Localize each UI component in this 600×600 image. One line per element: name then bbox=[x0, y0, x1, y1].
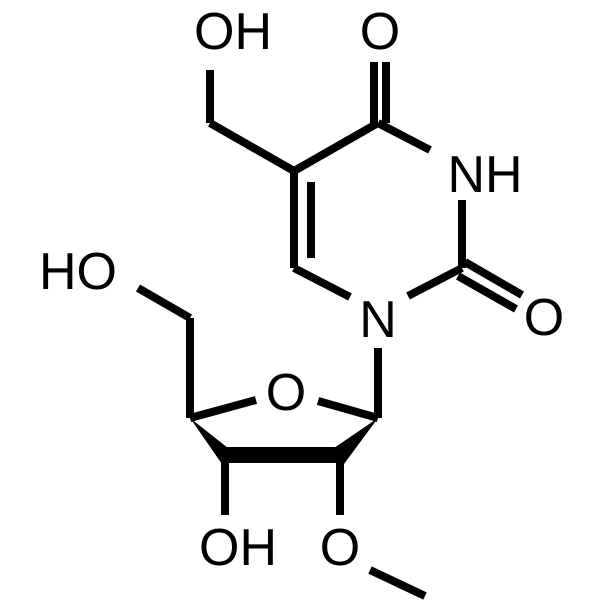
bond-o-methyl bbox=[368, 566, 427, 600]
bond-c1prime-o4prime bbox=[316, 397, 380, 422]
bond-c5-c4 bbox=[292, 119, 380, 175]
bond-n1-c6 bbox=[292, 264, 352, 301]
wedge-c4prime-c3prime bbox=[190, 418, 228, 464]
bond-c2-n1 bbox=[406, 264, 464, 300]
bold-bond-c3prime-c2prime bbox=[225, 447, 340, 463]
atom-label-ho-left: HO bbox=[39, 243, 117, 301]
wedge-c2prime-c1prime bbox=[334, 418, 378, 464]
atom-label-oh-bottom: OH bbox=[199, 519, 277, 577]
atom-label-o-methoxy: O bbox=[320, 519, 360, 577]
bond-ch2-ho bbox=[136, 284, 192, 322]
atom-label-n1: N bbox=[359, 291, 397, 349]
atom-label-o-ring: O bbox=[266, 364, 306, 422]
bond-c2-o-lower bbox=[456, 272, 518, 313]
atom-label-oh-top: OH bbox=[194, 3, 272, 61]
bond-o4prime-c4prime bbox=[188, 396, 258, 422]
bond-c2-o-upper bbox=[462, 258, 525, 299]
atom-label-o-carbonyl-top: O bbox=[360, 3, 400, 61]
bond-ch2-c5 bbox=[208, 119, 296, 175]
bond-c4-n3 bbox=[376, 119, 432, 154]
atom-label-nh: NH bbox=[447, 146, 522, 204]
atom-label-o-carbonyl-right: O bbox=[524, 289, 564, 347]
